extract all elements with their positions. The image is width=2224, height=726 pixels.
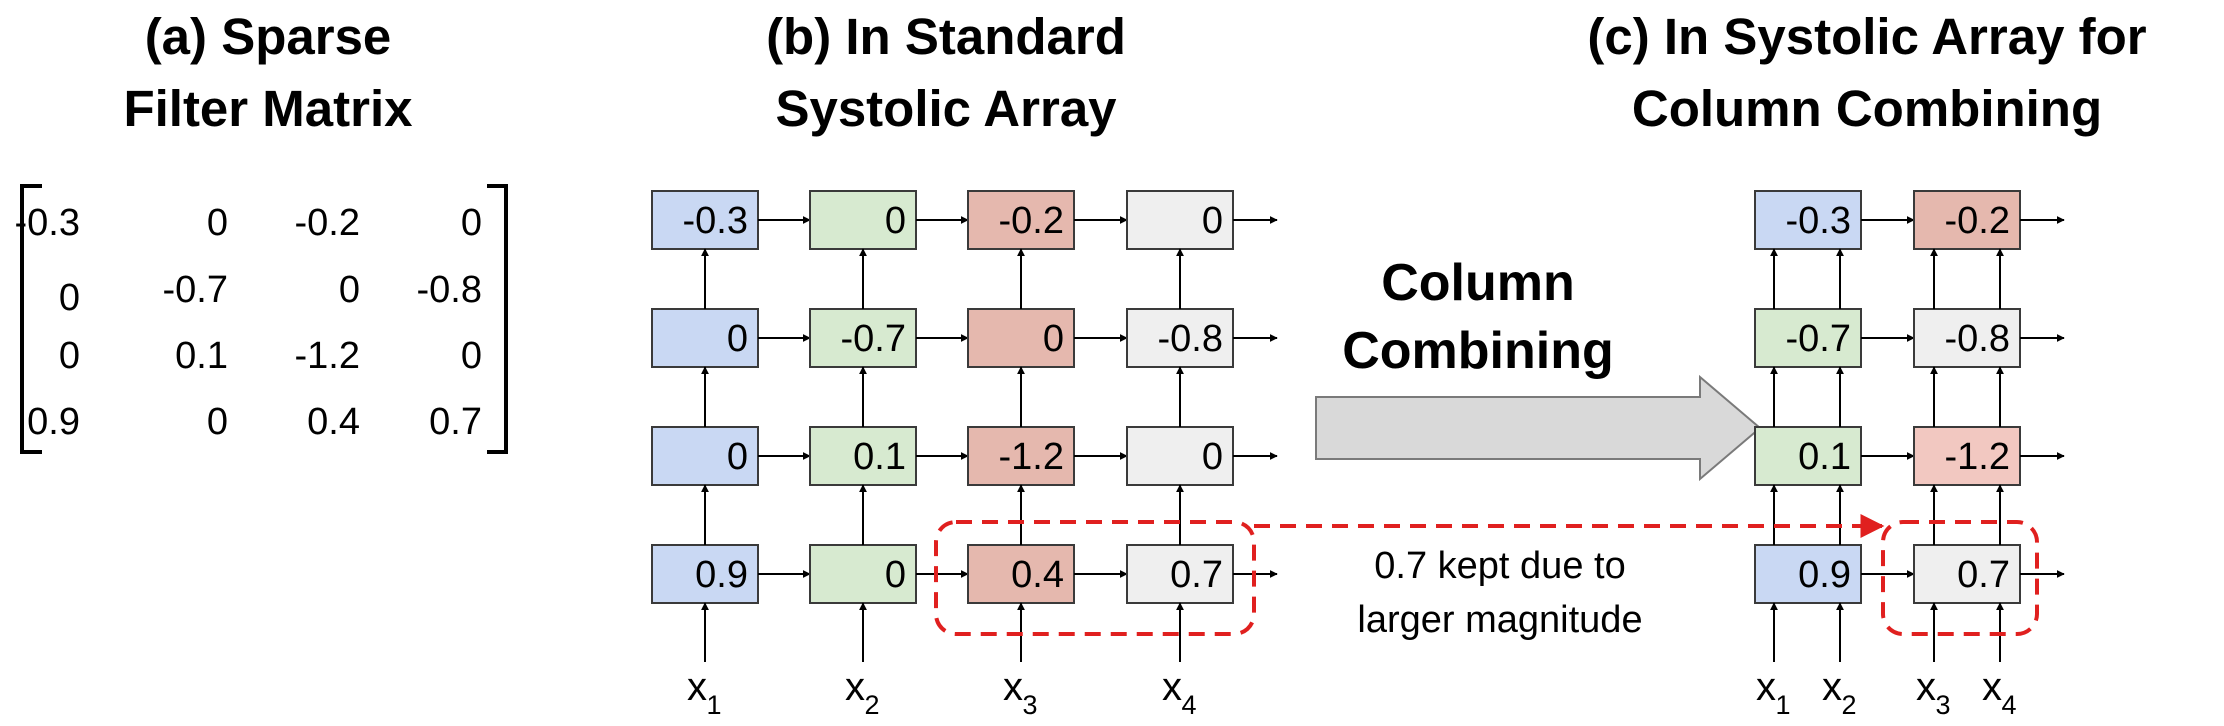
pe-weight: 0 [1043, 318, 1064, 360]
column-combining-arrow [1315, 374, 1762, 482]
pe-cell [967, 544, 1075, 604]
pe-weight: -0.3 [1786, 200, 1851, 242]
title-b-line1: (b) In Standard [766, 8, 1126, 65]
pe-weight: 0.7 [1170, 554, 1223, 596]
pe-weight: 0 [885, 200, 906, 242]
pe-weight: 0 [1202, 436, 1223, 478]
input-label-x3-subscript: 3 [1022, 690, 1037, 720]
pe-cell [809, 190, 917, 250]
matrix-value: 0.4 [307, 401, 360, 443]
pe-weight: -0.7 [1786, 318, 1851, 360]
matrix-value: 0 [207, 401, 228, 443]
matrix-value: 0.1 [175, 335, 228, 377]
pe-cell [809, 308, 917, 368]
magnitude-highlight: 0.7 kept due to larger magnitude [934, 514, 2039, 641]
title-b: (b) In Standard Systolic Array [766, 8, 1126, 137]
combined-input-label-x2-subscript: 2 [1841, 690, 1856, 720]
pe-cell [1913, 308, 2021, 368]
matrix-value: 0 [59, 277, 80, 319]
title-c-line1: (c) In Systolic Array for [1587, 8, 2146, 65]
pe-cell [1754, 190, 1862, 250]
matrix-value: -1.2 [295, 335, 360, 377]
matrix-value: 0 [339, 269, 360, 311]
pe-weight: -0.2 [1945, 200, 2010, 242]
pe-weight: -0.3 [683, 200, 748, 242]
pe-cell [651, 426, 759, 486]
matrix-values: -0.3 0 -0.2 0 0 -0.7 0 -0.8 0 0.1 -1.2 0 0.9 0 0.4 0.7 [15, 202, 482, 443]
title-a-line1: (a) Sparse [145, 8, 392, 65]
pe-cell [1913, 190, 2021, 250]
pe-weight: 0 [727, 436, 748, 478]
matrix-value: -0.7 [163, 269, 228, 311]
input-label-x1: x [687, 665, 707, 709]
pe-weight: 0 [1202, 200, 1223, 242]
title-a: (a) Sparse Filter Matrix [123, 8, 412, 137]
matrix-left-bracket [20, 184, 42, 454]
column-combining-label-line1: Column [1381, 254, 1575, 312]
combined-input-label-x2: x [1822, 665, 1842, 709]
combined-input-label-x1: x [1756, 665, 1776, 709]
combined-input-label-x4: x [1982, 665, 2002, 709]
magnitude-note-line1: 0.7 kept due to [1374, 545, 1625, 587]
matrix-value: -0.2 [295, 202, 360, 244]
pe-cell [1754, 426, 1862, 486]
input-label-x1-subscript: 1 [706, 690, 721, 720]
input-label-x4: x [1162, 665, 1182, 709]
pe-weight: -0.8 [1945, 318, 2010, 360]
input-label-x2-subscript: 2 [864, 690, 879, 720]
matrix-value: 0 [59, 335, 80, 377]
magnitude-note-line2: larger magnitude [1357, 599, 1642, 641]
highlight-box-combined [1881, 520, 2039, 636]
pe-cell [967, 190, 1075, 250]
combined-input-label-x3-subscript: 3 [1935, 690, 1950, 720]
combined-input-label-x1-subscript: 1 [1775, 690, 1790, 720]
title-a-line2: Filter Matrix [123, 80, 412, 137]
title-c: (c) In Systolic Array for Column Combini… [1587, 8, 2146, 137]
pe-weight: 0.9 [1798, 554, 1851, 596]
title-b-line2: Systolic Array [775, 80, 1117, 137]
matrix-value: -0.3 [15, 202, 80, 244]
pe-weight: 0.1 [1798, 436, 1851, 478]
title-c-line2: Column Combining [1632, 80, 2102, 137]
highlight-box-standard [934, 520, 1256, 636]
standard-systolic-array: -0.3 0 -0.2 0 0 -0.7 0 -0.8 0 0.1 -1.2 0 0.9 0 0.4 0.7 x… [651, 190, 1278, 720]
combined-input-label-x4-subscript: 4 [2001, 690, 2016, 720]
matrix-right-bracket [487, 184, 508, 454]
matrix-value: 0.7 [429, 401, 482, 443]
column-combining-step: Column Combining [1315, 254, 1762, 482]
pe-weight: -0.8 [1158, 318, 1223, 360]
input-label-x2: x [845, 665, 865, 709]
pe-weight: -1.2 [999, 436, 1064, 478]
matrix-value: 0.9 [27, 401, 80, 443]
pe-weight: 0.4 [1011, 554, 1064, 596]
input-label-x3: x [1003, 665, 1023, 709]
pe-weight: 0 [727, 318, 748, 360]
pe-weight: 0.9 [695, 554, 748, 596]
pe-weight: -1.2 [1945, 436, 2010, 478]
matrix-value: 0 [461, 335, 482, 377]
pe-cell [1754, 544, 1862, 604]
matrix-value: 0 [207, 202, 228, 244]
pe-weight: 0.7 [1957, 554, 2010, 596]
pe-weight: -0.7 [841, 318, 906, 360]
combined-input-label-x3: x [1916, 665, 1936, 709]
pe-weight: 0.1 [853, 436, 906, 478]
sparse-filter-matrix: -0.3 0 -0.2 0 0 -0.7 0 -0.8 0 0.1 -1.2 0 0.9 0 0.4 0.7 [15, 184, 508, 454]
pe-cell [1126, 190, 1234, 250]
pe-weight: -0.2 [999, 200, 1064, 242]
matrix-value: 0 [461, 202, 482, 244]
input-label-x4-subscript: 4 [1181, 690, 1196, 720]
column-combining-label-line2: Combining [1342, 322, 1614, 380]
matrix-value: -0.8 [417, 269, 482, 311]
pe-cell [1754, 308, 1862, 368]
pe-weight: 0 [885, 554, 906, 596]
